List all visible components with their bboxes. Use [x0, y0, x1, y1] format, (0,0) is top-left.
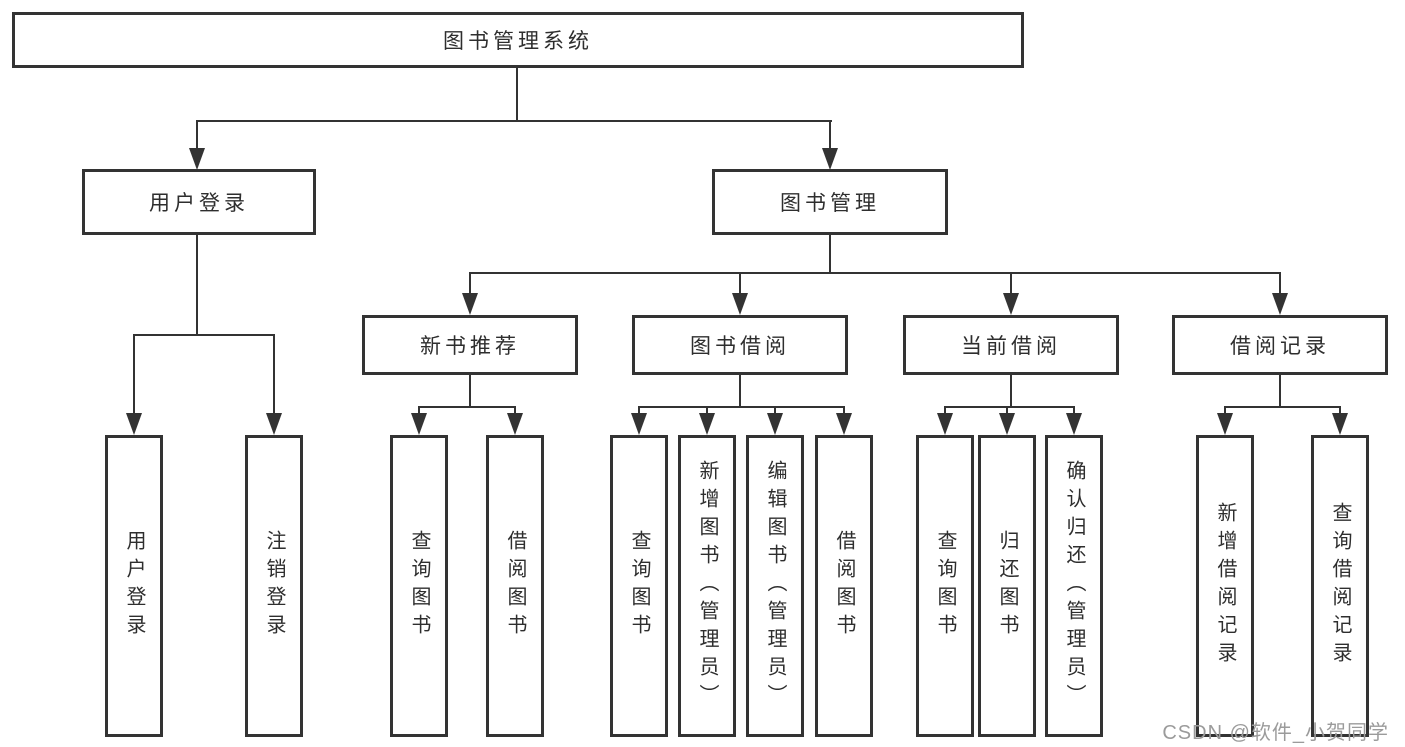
node-user-login-group: 用户登录 — [82, 169, 316, 235]
node-book-management: 图书管理 — [712, 169, 948, 235]
node-borrow-records: 借阅记录 — [1172, 315, 1388, 375]
arrow-down-icon — [1003, 293, 1019, 315]
leaf-edit-book-admin: 编辑图书（管理员） — [746, 435, 804, 737]
arrow-down-icon — [999, 413, 1015, 435]
arrow-down-icon — [699, 413, 715, 435]
connector-line — [1010, 272, 1012, 295]
leaf-add-borrow-record: 新增借阅记录 — [1196, 435, 1254, 737]
connector-line — [514, 406, 516, 415]
connector-line — [1224, 406, 1340, 408]
csdn-watermark: CSDN @软件_小贺同学 — [1162, 722, 1389, 744]
connector-line — [843, 406, 845, 415]
arrow-down-icon — [126, 413, 142, 435]
connector-line — [1279, 272, 1281, 295]
connector-line — [469, 272, 471, 295]
connector-line — [196, 120, 198, 150]
arrow-down-icon — [631, 413, 647, 435]
leaf-user-login: 用户登录 — [105, 435, 163, 737]
arrow-down-icon — [189, 148, 205, 170]
connector-line — [469, 375, 471, 408]
arrow-down-icon — [1066, 413, 1082, 435]
connector-line — [133, 334, 275, 336]
arrow-down-icon — [1217, 413, 1233, 435]
arrow-down-icon — [1272, 293, 1288, 315]
arrow-down-icon — [822, 148, 838, 170]
connector-line — [1339, 406, 1341, 415]
connector-line — [944, 406, 1075, 408]
arrow-down-icon — [732, 293, 748, 315]
node-book-borrow: 图书借阅 — [632, 315, 848, 375]
arrow-down-icon — [836, 413, 852, 435]
connector-line — [638, 406, 640, 415]
arrow-down-icon — [1332, 413, 1348, 435]
connector-line — [196, 235, 198, 336]
connector-line — [829, 235, 831, 274]
leaf-query-borrow-record: 查询借阅记录 — [1311, 435, 1369, 737]
connector-line — [418, 406, 420, 415]
connector-line — [516, 68, 518, 122]
leaf-query-books-current: 查询图书 — [916, 435, 974, 737]
arrow-down-icon — [937, 413, 953, 435]
leaf-query-books-borrow: 查询图书 — [610, 435, 668, 737]
arrow-down-icon — [411, 413, 427, 435]
arrow-down-icon — [507, 413, 523, 435]
connector-line — [1073, 406, 1075, 415]
arrow-down-icon — [462, 293, 478, 315]
node-root: 图书管理系统 — [12, 12, 1024, 68]
connector-line — [706, 406, 708, 415]
connector-line — [829, 120, 831, 150]
leaf-logout: 注销登录 — [245, 435, 303, 737]
connector-line — [469, 272, 1281, 274]
arrow-down-icon — [266, 413, 282, 435]
connector-line — [739, 272, 741, 295]
leaf-confirm-return-admin: 确认归还（管理员） — [1045, 435, 1103, 737]
connector-line — [418, 406, 516, 408]
connector-line — [638, 406, 845, 408]
leaf-borrow-books: 借阅图书 — [815, 435, 873, 737]
connector-line — [273, 334, 275, 415]
arrow-down-icon — [767, 413, 783, 435]
leaf-add-book-admin: 新增图书（管理员） — [678, 435, 736, 737]
connector-line — [739, 375, 741, 408]
connector-line — [1224, 406, 1226, 415]
connector-line — [1006, 406, 1008, 415]
connector-line — [1279, 375, 1281, 408]
connector-line — [1010, 375, 1012, 408]
connector-line — [774, 406, 776, 415]
connector-line — [133, 334, 135, 415]
connector-line — [944, 406, 946, 415]
leaf-return-book: 归还图书 — [978, 435, 1036, 737]
leaf-query-books-recommend: 查询图书 — [390, 435, 448, 737]
connector-line — [196, 120, 832, 122]
node-current-borrow: 当前借阅 — [903, 315, 1119, 375]
leaf-borrow-books-recommend: 借阅图书 — [486, 435, 544, 737]
node-new-book-recommend: 新书推荐 — [362, 315, 578, 375]
